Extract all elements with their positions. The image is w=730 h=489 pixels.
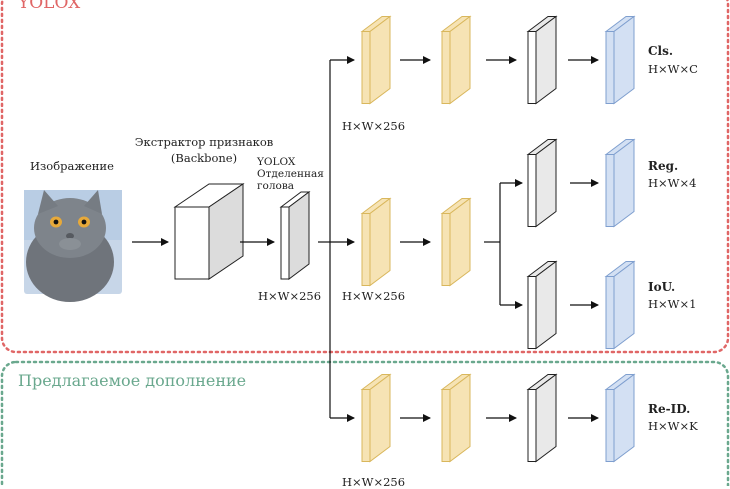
- cls-conv-block: [526, 15, 558, 105]
- reid-branch-dim: H×W×256: [342, 475, 406, 489]
- iou-output-block: [604, 260, 636, 350]
- reid-output-name: Re-ID.: [648, 402, 691, 416]
- reid-feature-block-1: [360, 373, 392, 463]
- reid-conv-block: [526, 373, 558, 463]
- reid-output-dim: H×W×K: [648, 419, 698, 433]
- backbone-label-line1: Экстрактор признаков: [134, 135, 274, 149]
- neck-label-line2: Отделенная: [257, 168, 324, 180]
- cls-output-block: [604, 15, 636, 105]
- reg-feature-block-1: [360, 197, 392, 287]
- neck-label-line3: голова: [257, 180, 294, 192]
- yolox-region: [0, 0, 730, 354]
- addon-region-label: Предлагаемое дополнение: [18, 371, 247, 390]
- neck-label-line1: YOLOX: [257, 156, 296, 168]
- iou-output-name: IoU.: [648, 280, 676, 294]
- cls-branch-dim: H×W×256: [342, 119, 406, 133]
- backbone-label-line2: (Backbone): [170, 151, 238, 165]
- reg-output-name: Reg.: [648, 159, 679, 173]
- yolox-region-label: YOLOX: [18, 0, 81, 13]
- reg-branch-dim: H×W×256: [342, 289, 406, 303]
- branch-rows: [360, 15, 636, 463]
- neck-block: [279, 191, 311, 280]
- neck-dim: H×W×256: [258, 289, 322, 303]
- input-image: [24, 190, 122, 302]
- input-label: Изображение: [30, 159, 114, 173]
- cls-output-dim: H×W×C: [648, 62, 698, 76]
- cls-output-name: Cls.: [648, 44, 674, 58]
- iou-output-dim: H×W×1: [648, 297, 697, 311]
- cls-feature-block-2: [440, 15, 472, 105]
- iou-conv-block: [526, 260, 558, 350]
- addon-region: [0, 360, 730, 486]
- reid-output-block: [604, 373, 636, 463]
- backbone-block: [173, 183, 245, 280]
- reg-output-block: [604, 138, 636, 228]
- cls-feature-block-1: [360, 15, 392, 105]
- reg-output-dim: H×W×4: [648, 176, 697, 190]
- reid-feature-block-2: [440, 373, 472, 463]
- reg-feature-block-2: [440, 197, 472, 287]
- reg-conv-block: [526, 138, 558, 228]
